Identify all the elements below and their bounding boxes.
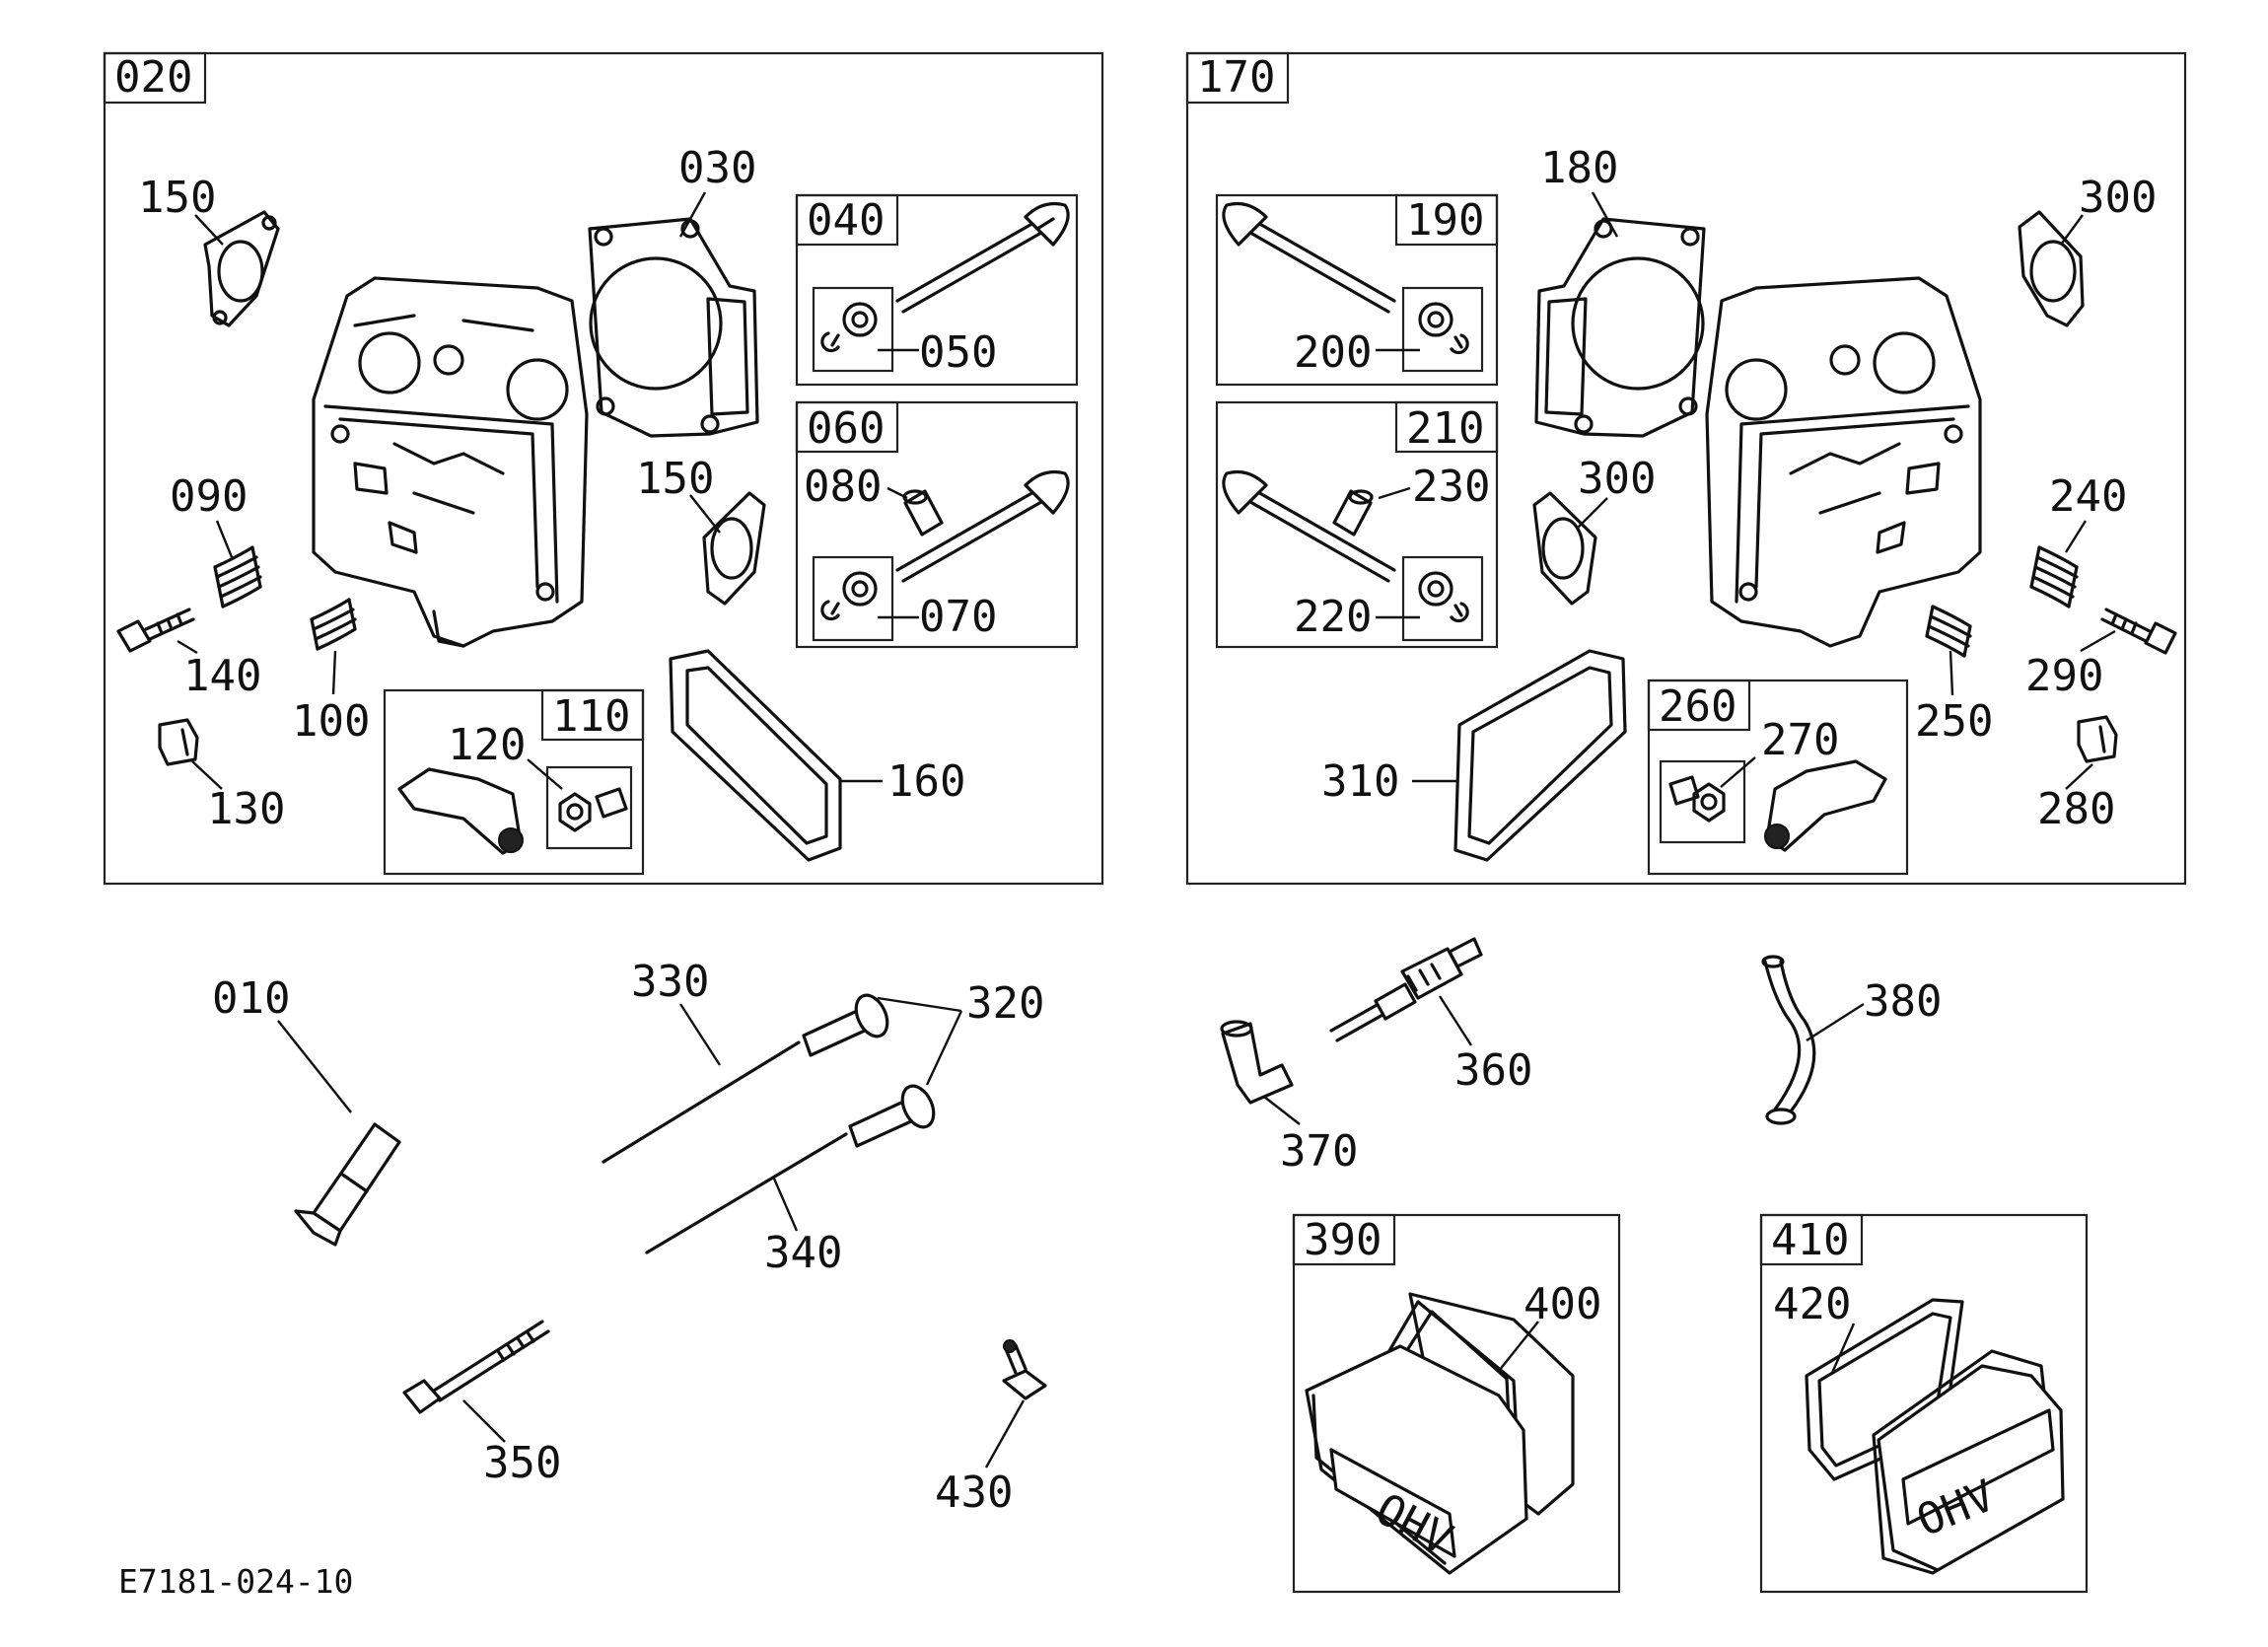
exhaust-gasket-left-mid <box>702 491 766 606</box>
group-020-label: 020 <box>114 52 192 103</box>
part-270-label: 270 <box>1761 715 1839 765</box>
cylinder-head-right <box>1705 276 1982 648</box>
group-110-panel: 110 <box>383 688 645 876</box>
part-150-label-b: 150 <box>636 454 714 504</box>
group-410-panel: 410 OHV 420 <box>1759 1213 2089 1594</box>
part-430-bolt <box>1002 1339 1047 1400</box>
part-230-label: 230 <box>1412 462 1490 512</box>
part-320-label: 320 <box>966 978 1044 1029</box>
part-330-pushrod <box>602 1040 801 1164</box>
group-260-panel: 260 <box>1647 679 1909 876</box>
group-060-label: 060 <box>807 403 885 454</box>
part-250-label: 250 <box>1915 696 1993 747</box>
group-040-label: 040 <box>807 195 885 246</box>
group-190-label: 190 <box>1406 195 1484 246</box>
part-310-label: 310 <box>1321 756 1399 807</box>
part-120-label: 120 <box>448 720 526 770</box>
bolt-290 <box>2100 608 2177 655</box>
part-380-hose <box>1761 955 1816 1125</box>
part-100-label: 100 <box>292 696 370 747</box>
group-170-label: 170 <box>1197 52 1275 103</box>
part-290-label: 290 <box>2025 651 2103 701</box>
part-370-plug-cap <box>1220 1020 1294 1105</box>
valve-spring-090 <box>213 545 262 609</box>
part-370-label: 370 <box>1280 1126 1358 1177</box>
part-010-label: 010 <box>212 973 290 1024</box>
group-410-label: 410 <box>1771 1215 1849 1265</box>
exhaust-gasket-right-top <box>2018 210 2085 327</box>
loose-parts-right: 360 370 380 390 OHV 400 <box>1220 937 2089 1594</box>
part-330-label: 330 <box>631 957 709 1007</box>
part-320-lower <box>848 1084 936 1148</box>
group-020-panel: 020 <box>103 51 1104 886</box>
head-gasket-left <box>588 217 759 438</box>
retainer-clip-130 <box>158 718 199 766</box>
part-150-label-a: 150 <box>138 173 216 223</box>
part-350-label: 350 <box>483 1438 561 1488</box>
part-300-label-b: 300 <box>1578 454 1656 504</box>
part-350-bolt <box>402 1320 550 1414</box>
part-130-label: 130 <box>207 784 285 834</box>
part-430-label: 430 <box>935 1468 1013 1518</box>
group-210-panel: 210 <box>1215 400 1499 649</box>
drawing-code: E7181-024-10 <box>118 1562 353 1601</box>
part-030-label: 030 <box>678 143 756 193</box>
part-280-label: 280 <box>2037 784 2115 834</box>
part-070-label: 070 <box>919 592 997 642</box>
part-340-label: 340 <box>764 1228 842 1278</box>
valve-spring-100 <box>310 598 357 651</box>
group-040-panel: 040 <box>795 193 1079 387</box>
part-300-label-a: 300 <box>2079 173 2157 223</box>
part-220-label: 220 <box>1294 592 1372 642</box>
group-190-panel: 190 <box>1215 193 1499 387</box>
exhaust-gasket-left-top <box>203 210 280 327</box>
retainer-clip-280 <box>2077 715 2118 763</box>
rocker-cover-gasket-right <box>1453 649 1627 862</box>
loose-parts-left: 010 330 320 340 350 <box>118 957 1047 1601</box>
part-140-label: 140 <box>183 651 261 701</box>
group-390-panel: 390 OHV 400 <box>1292 1213 1621 1594</box>
exhaust-gasket-right-mid <box>1532 491 1597 606</box>
part-360-label: 360 <box>1454 1045 1532 1096</box>
part-090-label: 090 <box>170 471 248 522</box>
group-260-label: 260 <box>1659 681 1736 732</box>
valve-spring-250 <box>1925 605 1972 658</box>
part-180-label: 180 <box>1540 143 1618 193</box>
bolt-140 <box>116 608 195 653</box>
group-210-label: 210 <box>1406 403 1484 454</box>
head-gasket-right <box>1534 217 1706 438</box>
valve-spring-240 <box>2029 545 2079 609</box>
part-380-label: 380 <box>1864 976 1942 1027</box>
part-050-label: 050 <box>919 327 997 378</box>
part-340-pushrod <box>645 1132 848 1254</box>
part-240-label: 240 <box>2049 471 2127 522</box>
part-200-label: 200 <box>1294 327 1372 378</box>
group-110-label: 110 <box>552 691 630 742</box>
group-390-label: 390 <box>1304 1215 1382 1265</box>
part-080-label: 080 <box>804 462 882 512</box>
group-060-panel: 060 <box>795 400 1079 649</box>
group-170-panel: 170 <box>1185 51 2187 886</box>
part-010 <box>294 1122 401 1247</box>
part-160-label: 160 <box>887 756 965 807</box>
rocker-cover-gasket-left <box>669 649 842 862</box>
part-320-upper <box>802 993 889 1057</box>
cylinder-head-left <box>312 276 589 648</box>
part-360-spark-plug <box>1329 937 1483 1042</box>
part-400-label: 400 <box>1524 1279 1601 1329</box>
part-420-label: 420 <box>1773 1279 1851 1329</box>
